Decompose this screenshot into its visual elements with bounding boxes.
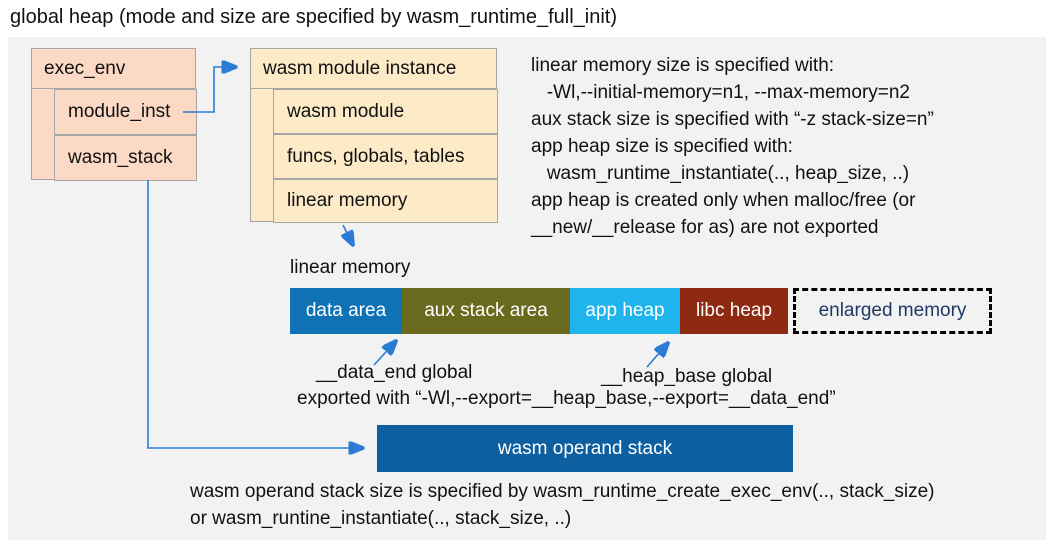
- heap-base-global-label: __heap_base global: [601, 366, 773, 387]
- page-title: global heap (mode and size are specified…: [10, 6, 617, 28]
- segment-app-heap: app heap: [570, 288, 680, 334]
- wasm-operand-stack-bar: wasm operand stack: [377, 425, 793, 472]
- operand-stack-size-notes: wasm operand stack size is specified by …: [190, 478, 935, 532]
- export-flags-label: exported with “-Wl,--export=__heap_base,…: [297, 388, 836, 409]
- note-line: app heap size is specified with:: [531, 136, 793, 157]
- row-wasm-module: wasm module: [273, 89, 498, 134]
- segment-data-area: data area: [290, 288, 402, 334]
- linear-memory-cell-label: linear memory: [287, 190, 408, 211]
- segment-enlarged-memory-label: enlarged memory: [818, 300, 967, 321]
- note-line: app heap is created only when malloc/fre…: [531, 190, 916, 211]
- row-funcs-globals-tables: funcs, globals, tables: [273, 134, 498, 179]
- exec-env-header: exec_env: [32, 49, 195, 89]
- segment-enlarged-memory: enlarged memory: [793, 288, 992, 334]
- note-line: -Wl,--initial-memory=n1, --max-memory=n2: [531, 82, 910, 103]
- row-linear-memory: linear memory: [273, 179, 498, 223]
- note-line: wasm_runtime_instantiate(.., heap_size, …: [531, 163, 910, 184]
- linear-memory-bar-title: linear memory: [290, 257, 411, 278]
- note-line: linear memory size is specified with:: [531, 55, 835, 76]
- segment-aux-stack-area: aux stack area: [402, 288, 570, 334]
- segment-data-area-label: data area: [305, 300, 387, 321]
- wasm-stack-label: wasm_stack: [68, 147, 173, 168]
- segment-libc-heap: libc heap: [680, 288, 788, 334]
- note-line: wasm operand stack size is specified by …: [190, 481, 935, 502]
- segment-aux-stack-area-label: aux stack area: [424, 300, 548, 321]
- exec-env-row-module-inst: module_inst: [54, 89, 197, 135]
- wasm-module-instance-box: wasm module instance wasm module funcs, …: [250, 48, 498, 223]
- wasm-module-instance-header: wasm module instance: [251, 49, 496, 89]
- segment-libc-heap-label: libc heap: [695, 300, 773, 321]
- data-end-global-label: __data_end global: [316, 362, 473, 383]
- note-line: __new/__release for as) are not exported: [531, 217, 879, 238]
- wasm-operand-stack-label: wasm operand stack: [497, 437, 673, 459]
- exec-env-row-wasm-stack: wasm_stack: [54, 135, 197, 181]
- note-line: aux stack size is specified with “-z sta…: [531, 109, 934, 130]
- funcs-globals-tables-label: funcs, globals, tables: [287, 145, 465, 167]
- module-inst-label: module_inst: [68, 101, 171, 122]
- exec-env-box: exec_env module_inst wasm_stack: [31, 48, 197, 181]
- wasm-module-label: wasm module: [287, 100, 405, 122]
- memory-size-notes: linear memory size is specified with: -W…: [531, 52, 1036, 241]
- note-line: or wasm_runtine_instantiate(.., stack_si…: [190, 508, 572, 529]
- segment-app-heap-label: app heap: [585, 300, 665, 321]
